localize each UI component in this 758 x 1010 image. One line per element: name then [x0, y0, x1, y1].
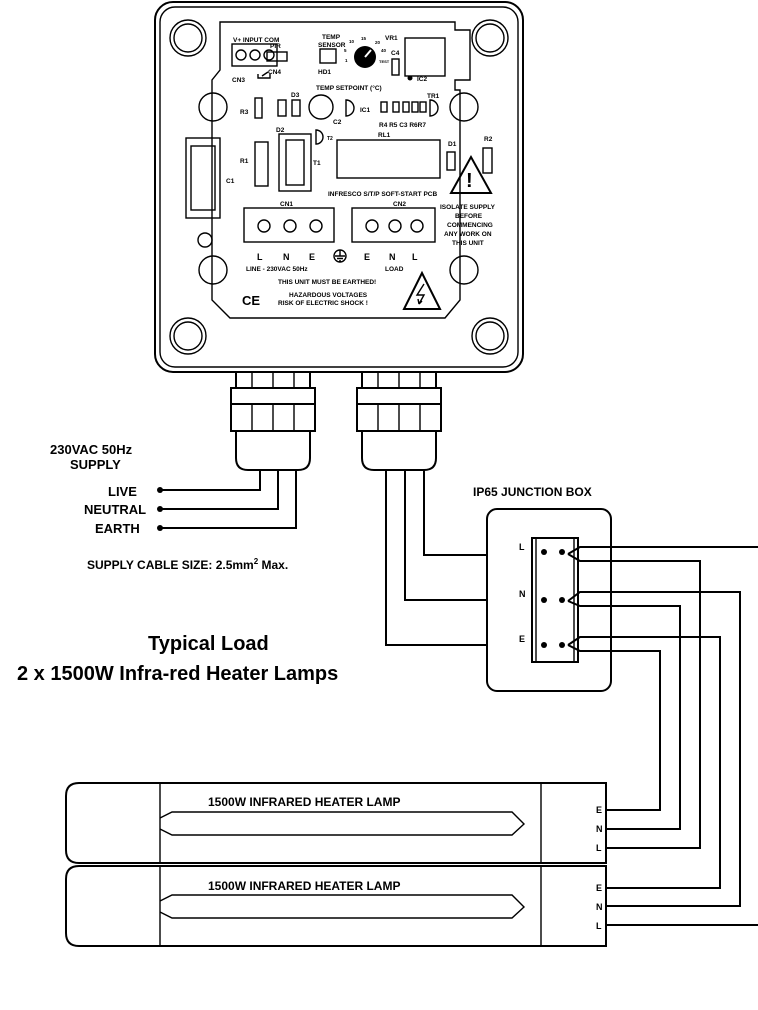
- corner-screw: [471, 317, 509, 355]
- load-title: Typical Load: [148, 633, 269, 655]
- junction-box-title: IP65 JUNCTION BOX: [473, 485, 592, 499]
- svg-text:L: L: [412, 252, 418, 262]
- lamp-label: 1500W INFRARED HEATER LAMP: [208, 795, 400, 809]
- svg-text:ISOLATE SUPPLY: ISOLATE SUPPLY: [440, 204, 496, 211]
- svg-text:N: N: [389, 252, 396, 262]
- heater-lamp: 1500W INFRARED HEATER LAMP E N L: [65, 865, 607, 947]
- temp-sensor-label-2: SENSOR: [318, 42, 346, 49]
- lamp-l-label: L: [596, 921, 602, 931]
- corner-screw: [471, 19, 509, 57]
- lamp-n-label: N: [596, 902, 603, 912]
- line-voltage-label: LINE - 230VAC 50Hz: [246, 266, 308, 273]
- supply-voltage-label: 230VAC 50Hz: [50, 442, 133, 457]
- load-subtitle: 2 x 1500W Infra-red Heater Lamps: [17, 663, 338, 685]
- hazard-text-2: RISK OF ELECTRIC SHOCK !: [278, 300, 368, 307]
- svg-text:R3: R3: [240, 109, 249, 116]
- temp-setpoint-label: TEMP SETPOINT (°C): [316, 84, 382, 92]
- cn4-label: CN4: [268, 69, 281, 76]
- c4-label: C4: [391, 50, 400, 57]
- svg-text:40: 40: [381, 48, 387, 53]
- jb-e-label: E: [519, 634, 525, 644]
- lamp-label: 1500W INFRARED HEATER LAMP: [208, 879, 400, 893]
- high-voltage-icon: [402, 270, 442, 310]
- cable-gland-load: [356, 371, 442, 471]
- supply-wires: [157, 470, 297, 531]
- svg-text:RL1: RL1: [378, 132, 391, 139]
- heater-lamp: 1500W INFRARED HEATER LAMP E N L: [65, 782, 607, 864]
- svg-text:COMMENCING: COMMENCING: [447, 222, 493, 229]
- svg-text:D3: D3: [291, 92, 300, 99]
- earth-symbol-icon: [333, 249, 347, 263]
- warning-triangle-icon: [449, 154, 493, 194]
- cn3-label: CN3: [232, 77, 245, 84]
- jb-l-label: L: [519, 542, 525, 552]
- ic2-label: IC2: [417, 76, 428, 83]
- pir-label: PIR: [270, 43, 281, 50]
- svg-text:TR1: TR1: [427, 93, 440, 100]
- lamp-l-label: L: [596, 843, 602, 853]
- lamp-e-label: E: [596, 883, 602, 893]
- svg-text:IC1: IC1: [360, 107, 371, 114]
- earth-label: EARTH: [95, 521, 140, 536]
- svg-text:E: E: [309, 252, 315, 262]
- jb-n-label: N: [519, 589, 526, 599]
- lamp-wires: [567, 546, 758, 926]
- svg-text:CN2: CN2: [393, 201, 406, 208]
- temp-sensor-label-1: TEMP: [322, 34, 341, 41]
- supply-label: SUPPLY: [70, 457, 121, 472]
- junction-box: [486, 508, 612, 692]
- live-label: LIVE: [108, 484, 137, 499]
- svg-text:D2: D2: [276, 127, 285, 134]
- vr1-label: VR1: [385, 35, 398, 42]
- cable-size-note: SUPPLY CABLE SIZE: 2.5mm2 Max.: [87, 557, 288, 572]
- neutral-label: NEUTRAL: [84, 502, 146, 517]
- svg-text:R1: R1: [240, 158, 249, 165]
- cable-gland-supply: [230, 371, 316, 471]
- svg-text:10: 10: [349, 39, 355, 44]
- svg-text:T2: T2: [327, 136, 333, 142]
- ce-mark: CE: [242, 293, 260, 308]
- svg-text:BEFORE: BEFORE: [455, 213, 483, 220]
- lamp-e-label: E: [596, 805, 602, 815]
- earthed-warning: THIS UNIT MUST BE EARTHED!: [278, 279, 376, 286]
- svg-text:ANY WORK ON: ANY WORK ON: [444, 231, 492, 238]
- svg-text:E: E: [364, 252, 370, 262]
- lamp-n-label: N: [596, 824, 603, 834]
- load-label: LOAD: [385, 266, 404, 273]
- corner-screw: [169, 19, 207, 57]
- input-header-label: V+ INPUT COM: [233, 37, 279, 44]
- svg-text:C1: C1: [226, 178, 235, 185]
- svg-text:1: 1: [345, 58, 348, 63]
- svg-text:D1: D1: [448, 141, 457, 148]
- svg-text:T1: T1: [313, 160, 321, 167]
- hd1-label: HD1: [318, 69, 331, 76]
- svg-text:CN1: CN1: [280, 201, 293, 208]
- svg-text:15: 15: [361, 36, 367, 41]
- hazard-text-1: HAZARDOUS VOLTAGES: [289, 292, 368, 299]
- pcb-name: INFRESCO S/T/P SOFT-START PCB: [328, 191, 437, 198]
- line-terminal-block: [243, 207, 335, 243]
- svg-text:!: !: [466, 170, 473, 192]
- svg-text:N: N: [283, 252, 290, 262]
- svg-text:R4 R5 C3 R6R7: R4 R5 C3 R6R7: [379, 122, 426, 129]
- svg-text:THIS UNIT: THIS UNIT: [452, 240, 484, 247]
- corner-screw: [169, 317, 207, 355]
- svg-text:L: L: [257, 252, 263, 262]
- load-terminal-block: [351, 207, 436, 243]
- controller-enclosure: V+ INPUT COM CN3 PIR CN4 TEMP SENSOR HD1…: [154, 1, 524, 373]
- svg-text:5: 5: [344, 48, 347, 53]
- svg-text:C2: C2: [333, 119, 342, 126]
- svg-text:20: 20: [375, 40, 381, 45]
- svg-text:R2: R2: [484, 136, 493, 143]
- svg-text:TEST: TEST: [379, 59, 390, 64]
